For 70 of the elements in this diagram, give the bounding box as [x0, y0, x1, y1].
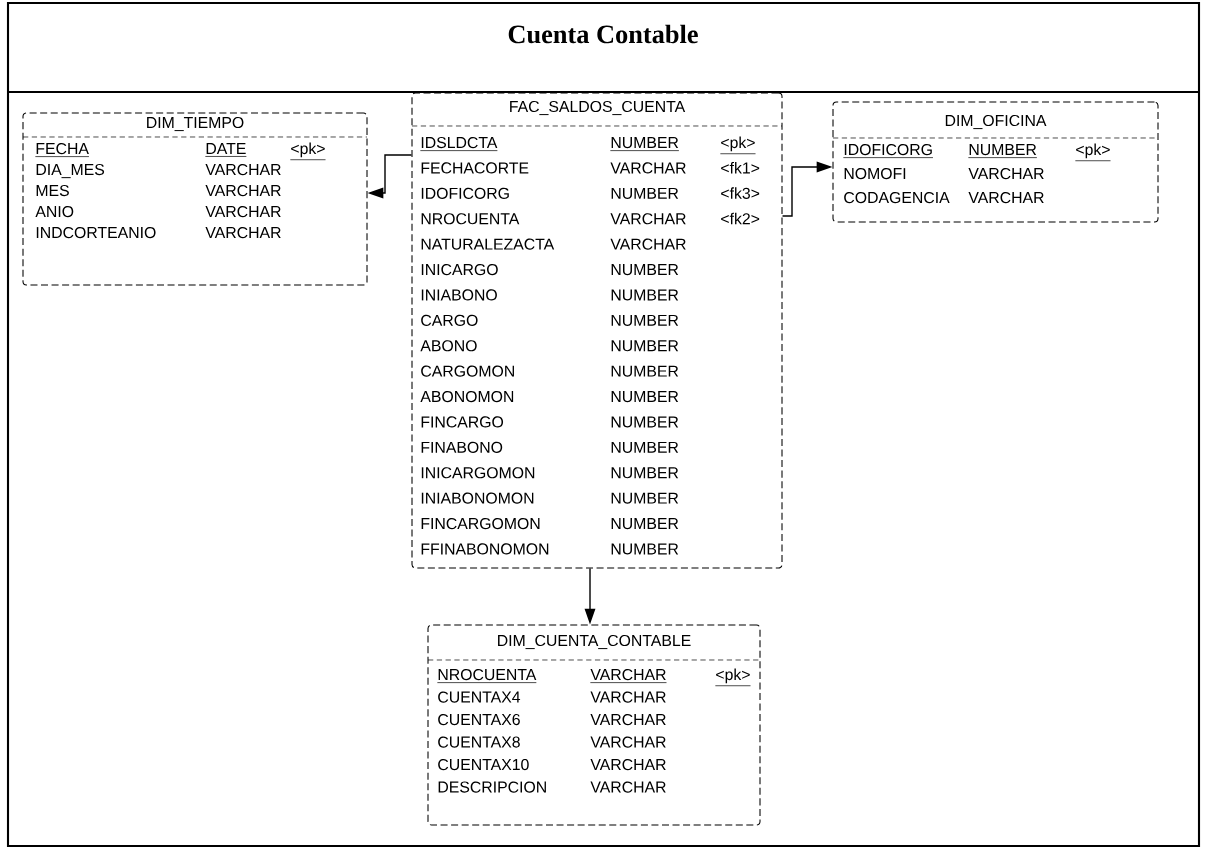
data-type: DATE [205, 143, 247, 157]
key-marker: <fk1> [721, 161, 760, 174]
data-type: NUMBER [611, 264, 679, 276]
data-type: VARCHAR [968, 191, 1044, 204]
column-name: IDSLDCTA [420, 136, 498, 151]
column-name: CARGOMON [421, 365, 514, 377]
data-type: VARCHAR [205, 163, 281, 176]
column-name: FINABONO [421, 441, 503, 453]
data-type: NUMBER [611, 416, 679, 428]
column-name: NROCUENTA [421, 213, 520, 225]
column-name: CODAGENCIA [844, 191, 950, 204]
column-name: CUENTAX10 [438, 758, 529, 771]
data-type: NUMBER [611, 518, 679, 530]
data-type: NUMBER [611, 441, 679, 453]
column-name: FINCARGO [421, 416, 504, 428]
data-type: NUMBER [611, 340, 679, 352]
column-name: NOMOFI [844, 167, 906, 180]
column-name: INICARGOMON [421, 467, 535, 479]
column-name: ANIO [35, 205, 74, 218]
column-name: CUENTAX6 [438, 713, 520, 726]
title: Cuenta Contable [508, 24, 698, 44]
column-name: ABONO [420, 340, 477, 352]
column-name: INIABONO [421, 289, 497, 301]
column-name: FECHA [35, 142, 90, 157]
key-marker: <fk3> [721, 187, 760, 199]
key-marker: <fk2> [721, 212, 760, 225]
data-type: VARCHAR [610, 162, 686, 174]
column-name: CUENTAX4 [438, 691, 521, 703]
data-type: NUMBER [610, 137, 680, 151]
data-type: VARCHAR [205, 205, 281, 218]
column-name: FINCARGOMON [421, 517, 540, 530]
column-name: DIA_MES [36, 163, 105, 179]
data-type: VARCHAR [590, 781, 666, 793]
data-type: VARCHAR [590, 668, 667, 683]
data-type: NUMBER [611, 467, 679, 479]
table-name: DIM_CUENTA_CONTABLE [498, 634, 691, 650]
column-name: IDOFICORG [843, 143, 934, 158]
data-type: NUMBER [611, 492, 679, 504]
data-type: VARCHAR [590, 758, 666, 771]
column-name: INICARGO [421, 263, 498, 276]
data-type: VARCHAR [590, 691, 666, 703]
data-type: VARCHAR [968, 167, 1044, 180]
data-type: NUMBER [611, 365, 679, 377]
data-type: NUMBER [611, 187, 679, 199]
column-name: NATURALEZACTA [421, 238, 555, 250]
data-type: VARCHAR [205, 226, 281, 239]
column-name: DESCRIPCION [438, 781, 546, 793]
table-name: FAC_SALDOS_CUENTA [510, 100, 686, 116]
data-type: NUMBER [611, 314, 679, 326]
column-name: ABONOMON [420, 390, 514, 403]
data-type: VARCHAR [205, 184, 281, 197]
data-type: VARCHAR [610, 213, 686, 225]
column-name: IDOFICORG [421, 187, 509, 199]
table-name: DIM_TIEMPO [147, 116, 244, 132]
column-name: FFINABONOMON [421, 543, 549, 555]
data-type: NUMBER [611, 543, 679, 555]
column-name: CARGO [421, 314, 478, 326]
column-name: MES [36, 184, 69, 197]
column-name: FECHACORTE [421, 162, 529, 174]
column-name: NROCUENTA [437, 668, 537, 683]
data-type: VARCHAR [590, 713, 666, 726]
data-type: VARCHAR [610, 238, 686, 250]
data-type: NUMBER [611, 289, 679, 301]
column-name: CUENTAX8 [438, 736, 520, 748]
column-name: INDCORTEANIO [36, 226, 156, 239]
column-name: INIABONOMON [421, 492, 534, 504]
data-type: VARCHAR [590, 736, 666, 748]
table-name: DIM_OFICINA [945, 114, 1047, 130]
data-type: NUMBER [611, 391, 679, 403]
data-type: NUMBER [968, 144, 1038, 158]
